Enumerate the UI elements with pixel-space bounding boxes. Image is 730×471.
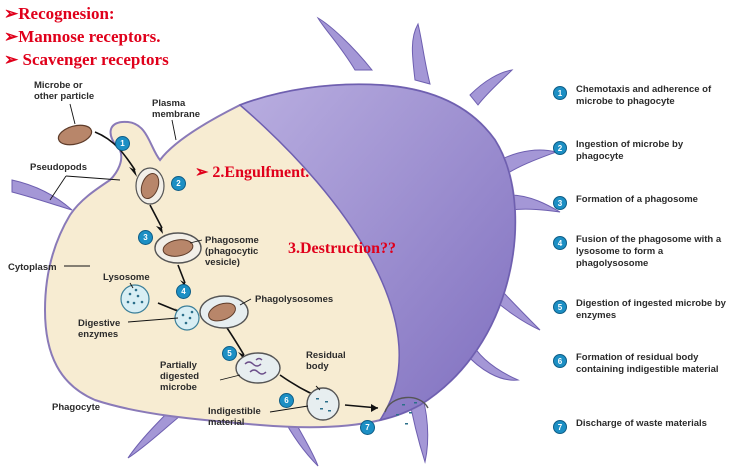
plasma-membrane-label: Plasma membrane — [152, 98, 212, 120]
step-number: 3 — [553, 196, 567, 210]
digestive-enzymes-label: Digestive enzymes — [78, 318, 138, 340]
phagolysosomes-label: Phagolysosomes — [255, 294, 333, 305]
partially-digested-label: Partially digested microbe — [160, 360, 218, 393]
step-badge-1: 1 — [115, 136, 130, 151]
lysosome-label: Lysosome — [103, 272, 150, 283]
indigestible-material-label: Indigestible material — [208, 406, 272, 428]
step-number: 4 — [553, 236, 567, 250]
engulfment-note: ➢ 2.Engulfment. — [195, 162, 309, 182]
recognition-heading: ➢Recognesion: — [4, 4, 115, 24]
step-badge-7: 7 — [360, 420, 375, 435]
step-text: Ingestion of microbe by phagocyte — [576, 139, 728, 163]
step-number: 1 — [553, 86, 567, 100]
step-text: Fusion of the phagosome with a lysosome … — [576, 234, 728, 270]
destruction-note: 3.Destruction?? — [288, 240, 396, 258]
partially-digested-vesicle — [236, 353, 280, 383]
microbe — [56, 122, 94, 148]
microbe-label: Microbe or other particle — [34, 80, 104, 102]
phagocyte-label: Phagocyte — [52, 402, 100, 413]
step-number: 7 — [553, 420, 567, 434]
step-text: Formation of residual body containing in… — [576, 352, 728, 376]
step-badge-6: 6 — [279, 393, 294, 408]
step-text: Formation of a phagosome — [576, 194, 728, 206]
pseudopods-label: Pseudopods — [30, 162, 87, 173]
step-badge-2: 2 — [171, 176, 186, 191]
mannose-receptors-note: ➢Mannose receptors. — [4, 27, 161, 47]
step-number: 6 — [553, 354, 567, 368]
residual-body-label: Residual body — [306, 350, 352, 372]
cytoplasm-label: Cytoplasm — [8, 262, 57, 273]
phagosome-label: Phagosome (phagocytic vesicle) — [205, 235, 279, 268]
step-badge-3: 3 — [138, 230, 153, 245]
step-number: 2 — [553, 141, 567, 155]
step-text: Chemotaxis and adherence of microbe to p… — [576, 84, 728, 108]
step-badge-5: 5 — [222, 346, 237, 361]
step-badge-4: 4 — [176, 284, 191, 299]
step-text: Discharge of waste materials — [576, 418, 728, 430]
residual-body — [307, 388, 339, 420]
scavenger-receptors-note: ➢ Scavenger receptors — [4, 50, 169, 70]
step-text: Digestion of ingested microbe by enzymes — [576, 298, 728, 322]
step-number: 5 — [553, 300, 567, 314]
